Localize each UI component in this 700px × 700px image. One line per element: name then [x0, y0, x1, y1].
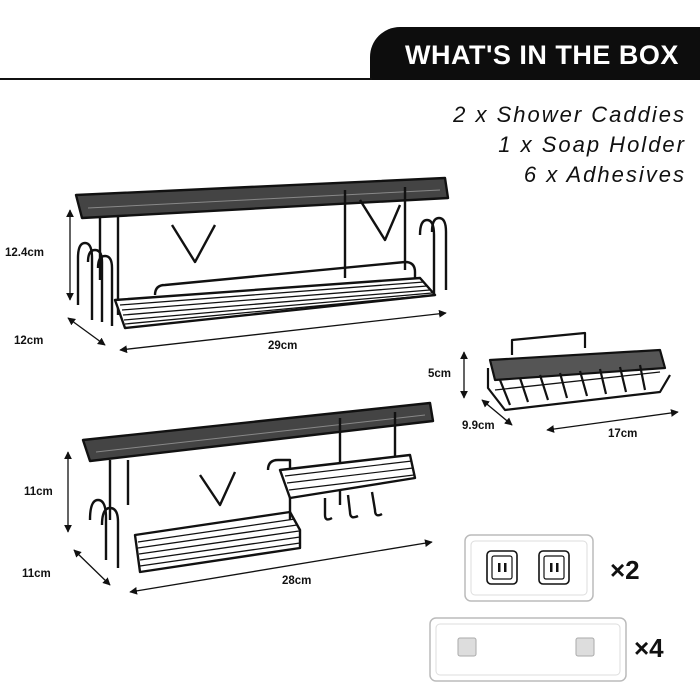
soap-holder-icon [486, 331, 671, 412]
soap-holder-dimensions [460, 351, 679, 433]
contents-list: 2 x Shower Caddies 1 x Soap Holder 6 x A… [453, 100, 686, 190]
large-caddy-depth: 12cm [14, 335, 44, 347]
soap-holder-height: 5cm [428, 368, 452, 380]
header-rule [0, 78, 372, 80]
adhesive-count-4: ×4 [634, 633, 664, 663]
small-caddy-depth: 11cm [22, 568, 51, 580]
large-caddy-dimensions [66, 209, 447, 354]
square-pad-adhesive-icon [429, 617, 627, 682]
small-caddy-width: 28cm [282, 575, 312, 587]
small-caddy-height: 11cm [24, 486, 53, 498]
soap-holder-width: 17cm [608, 428, 638, 440]
adhesive-count-2: ×2 [610, 555, 640, 585]
contents-item-caddies: 2 x Shower Caddies [453, 102, 686, 127]
large-caddy-width: 29cm [268, 340, 298, 352]
double-socket-adhesive-icon [464, 534, 594, 602]
soap-holder-depth: 9.9cm [462, 420, 495, 432]
contents-item-soap-holder: 1 x Soap Holder [498, 132, 686, 157]
small-caddy-dimensions [64, 451, 433, 595]
page-title: WHAT'S IN THE BOX [405, 40, 679, 70]
large-caddy-height: 12.4cm [5, 247, 45, 259]
small-caddy-icon [81, 401, 435, 574]
large-caddy-icon [74, 176, 450, 330]
contents-item-adhesives: 6 x Adhesives [523, 162, 686, 187]
header-banner [370, 27, 700, 80]
